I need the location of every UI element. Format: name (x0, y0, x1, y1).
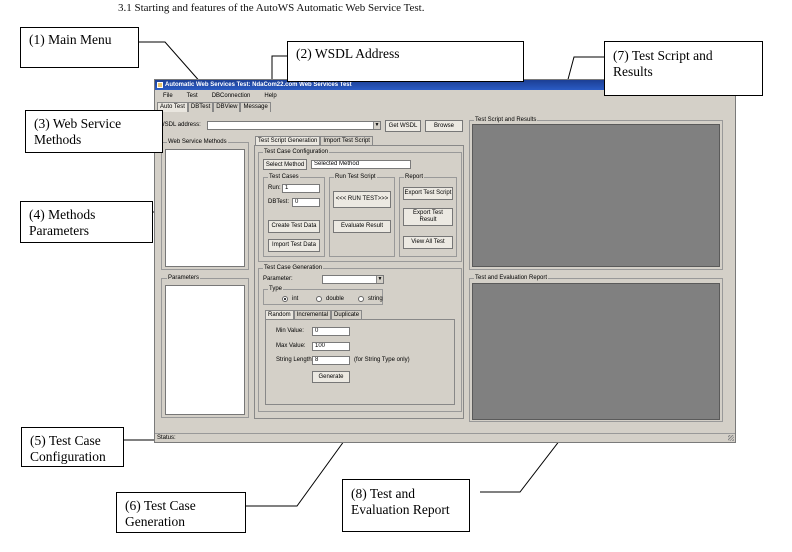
status-bar: Status: (155, 433, 735, 442)
tab-auto-test[interactable]: Auto Test (157, 102, 188, 112)
run-test-script-label: Run Test Script (334, 174, 377, 181)
dbtest-label: DBTest: (268, 199, 290, 205)
callout-main-menu: (1) Main Menu (20, 27, 139, 68)
type-group: Type int double string (263, 286, 383, 305)
string-length-note: (for String Type only) (354, 357, 410, 363)
test-and-evaluation-report-group: Test and Evaluation Report (469, 275, 723, 422)
parameters-list[interactable] (165, 285, 245, 415)
parameters-label: Parameters (167, 275, 201, 282)
type-string-radio[interactable] (358, 296, 364, 302)
select-method-button[interactable]: Select Method (263, 159, 307, 170)
run-count-input[interactable]: 1 (282, 184, 320, 193)
run-test-button[interactable]: <<< RUN TEST>>> (333, 191, 391, 208)
max-value-input[interactable]: 100 (312, 342, 350, 351)
import-test-data-button[interactable]: Import Test Data (268, 239, 320, 252)
tab-message[interactable]: Message (240, 102, 271, 112)
tab-random[interactable]: Random (265, 310, 294, 320)
evaluate-result-button[interactable]: Evaluate Result (333, 220, 391, 233)
browse-button[interactable]: Browse (425, 120, 463, 132)
create-test-data-button[interactable]: Create Test Data (268, 220, 320, 233)
tab-test-script-generation[interactable]: Test Script Generation (255, 136, 321, 146)
resize-grip-icon[interactable] (728, 435, 734, 441)
title-bar: Automatic Web Services Test: NdaCom22.co… (155, 80, 735, 90)
parameter-label: Parameter: (263, 276, 293, 282)
test-case-configuration-label: Test Case Configuration (263, 149, 330, 156)
wsdl-address-input[interactable]: ▼ (207, 121, 381, 130)
status-label: Status: (157, 435, 176, 441)
menu-help[interactable]: Help (264, 93, 277, 99)
menu-dbconnection[interactable]: DBConnection (211, 93, 251, 99)
export-test-script-button[interactable]: Export Test Script (403, 187, 453, 200)
test-script-and-results-label: Test Script and Results (474, 117, 538, 124)
string-length-input[interactable]: 8 (312, 356, 350, 365)
random-tab-panel: Min Value: 0 Max Value: 100 String Lengt… (265, 319, 455, 405)
web-service-methods-list[interactable] (165, 149, 245, 267)
menu-file[interactable]: File (163, 93, 173, 99)
app-window: Automatic Web Services Test: NdaCom22.co… (154, 79, 736, 443)
type-string-label: string (368, 296, 383, 302)
view-all-test-button[interactable]: View All Test (403, 236, 453, 249)
tab-dbtest[interactable]: DBTest (187, 102, 214, 112)
type-int-label: int (292, 296, 299, 302)
test-case-configuration-group: Test Case Configuration Select Method Se… (258, 149, 462, 262)
test-cases-group: Test Cases Run: 1 DBTest: 0 Create Test … (263, 174, 325, 257)
web-service-methods-label: Web Service Methods (167, 139, 228, 146)
test-script-and-results-panel[interactable] (472, 124, 720, 267)
tab-incremental[interactable]: Incremental (293, 310, 332, 320)
tab-dbview[interactable]: DBView (213, 102, 241, 112)
type-int-radio[interactable] (282, 296, 288, 302)
callout-wsdl-address: (2) WSDL Address (287, 41, 524, 82)
test-and-evaluation-report-label: Test and Evaluation Report (474, 275, 549, 282)
menu-test[interactable]: Test (186, 93, 198, 99)
chevron-down-icon[interactable]: ▼ (373, 122, 380, 129)
web-service-methods-group: Web Service Methods (161, 139, 249, 270)
test-and-evaluation-report-panel[interactable] (472, 283, 720, 420)
dbtest-count-input[interactable]: 0 (292, 198, 320, 207)
document-heading: 3.1 Starting and features of the AutoWS … (118, 2, 425, 14)
tab-duplicate[interactable]: Duplicate (331, 310, 363, 320)
type-double-label: double (326, 296, 345, 302)
report-label: Report (404, 174, 425, 181)
test-case-generation-group: Test Case Generation Parameter: ▼ Type i… (258, 265, 462, 412)
window-title: Automatic Web Services Test: NdaCom22.co… (165, 82, 352, 88)
max-value-label: Max Value: (276, 343, 306, 349)
run-test-script-group: Run Test Script <<< RUN TEST>>> Evaluate… (329, 174, 395, 257)
parameter-select[interactable]: ▼ (322, 275, 384, 284)
type-double-radio[interactable] (316, 296, 322, 302)
parameters-group: Parameters (161, 275, 249, 418)
app-icon (157, 82, 163, 88)
script-tab-panel (254, 145, 464, 419)
min-value-label: Min Value: (276, 328, 304, 334)
main-menu: File Test DBConnection Help (155, 91, 735, 101)
wsdl-label: WSDL address: (159, 122, 201, 128)
selected-method-field: Selected Method (311, 160, 411, 169)
string-length-label: String Length: (276, 357, 314, 363)
run-label: Run: (268, 185, 281, 191)
get-wsdl-button[interactable]: Get WSDL (385, 120, 421, 132)
chevron-down-icon[interactable]: ▼ (376, 276, 383, 283)
test-script-and-results-group: Test Script and Results (469, 117, 723, 270)
type-label: Type (268, 286, 284, 293)
test-cases-label: Test Cases (268, 174, 300, 181)
tab-import-test-script[interactable]: Import Test Script (320, 136, 373, 146)
min-value-input[interactable]: 0 (312, 327, 350, 336)
generate-button[interactable]: Generate (312, 371, 350, 383)
test-case-generation-label: Test Case Generation (263, 265, 324, 272)
